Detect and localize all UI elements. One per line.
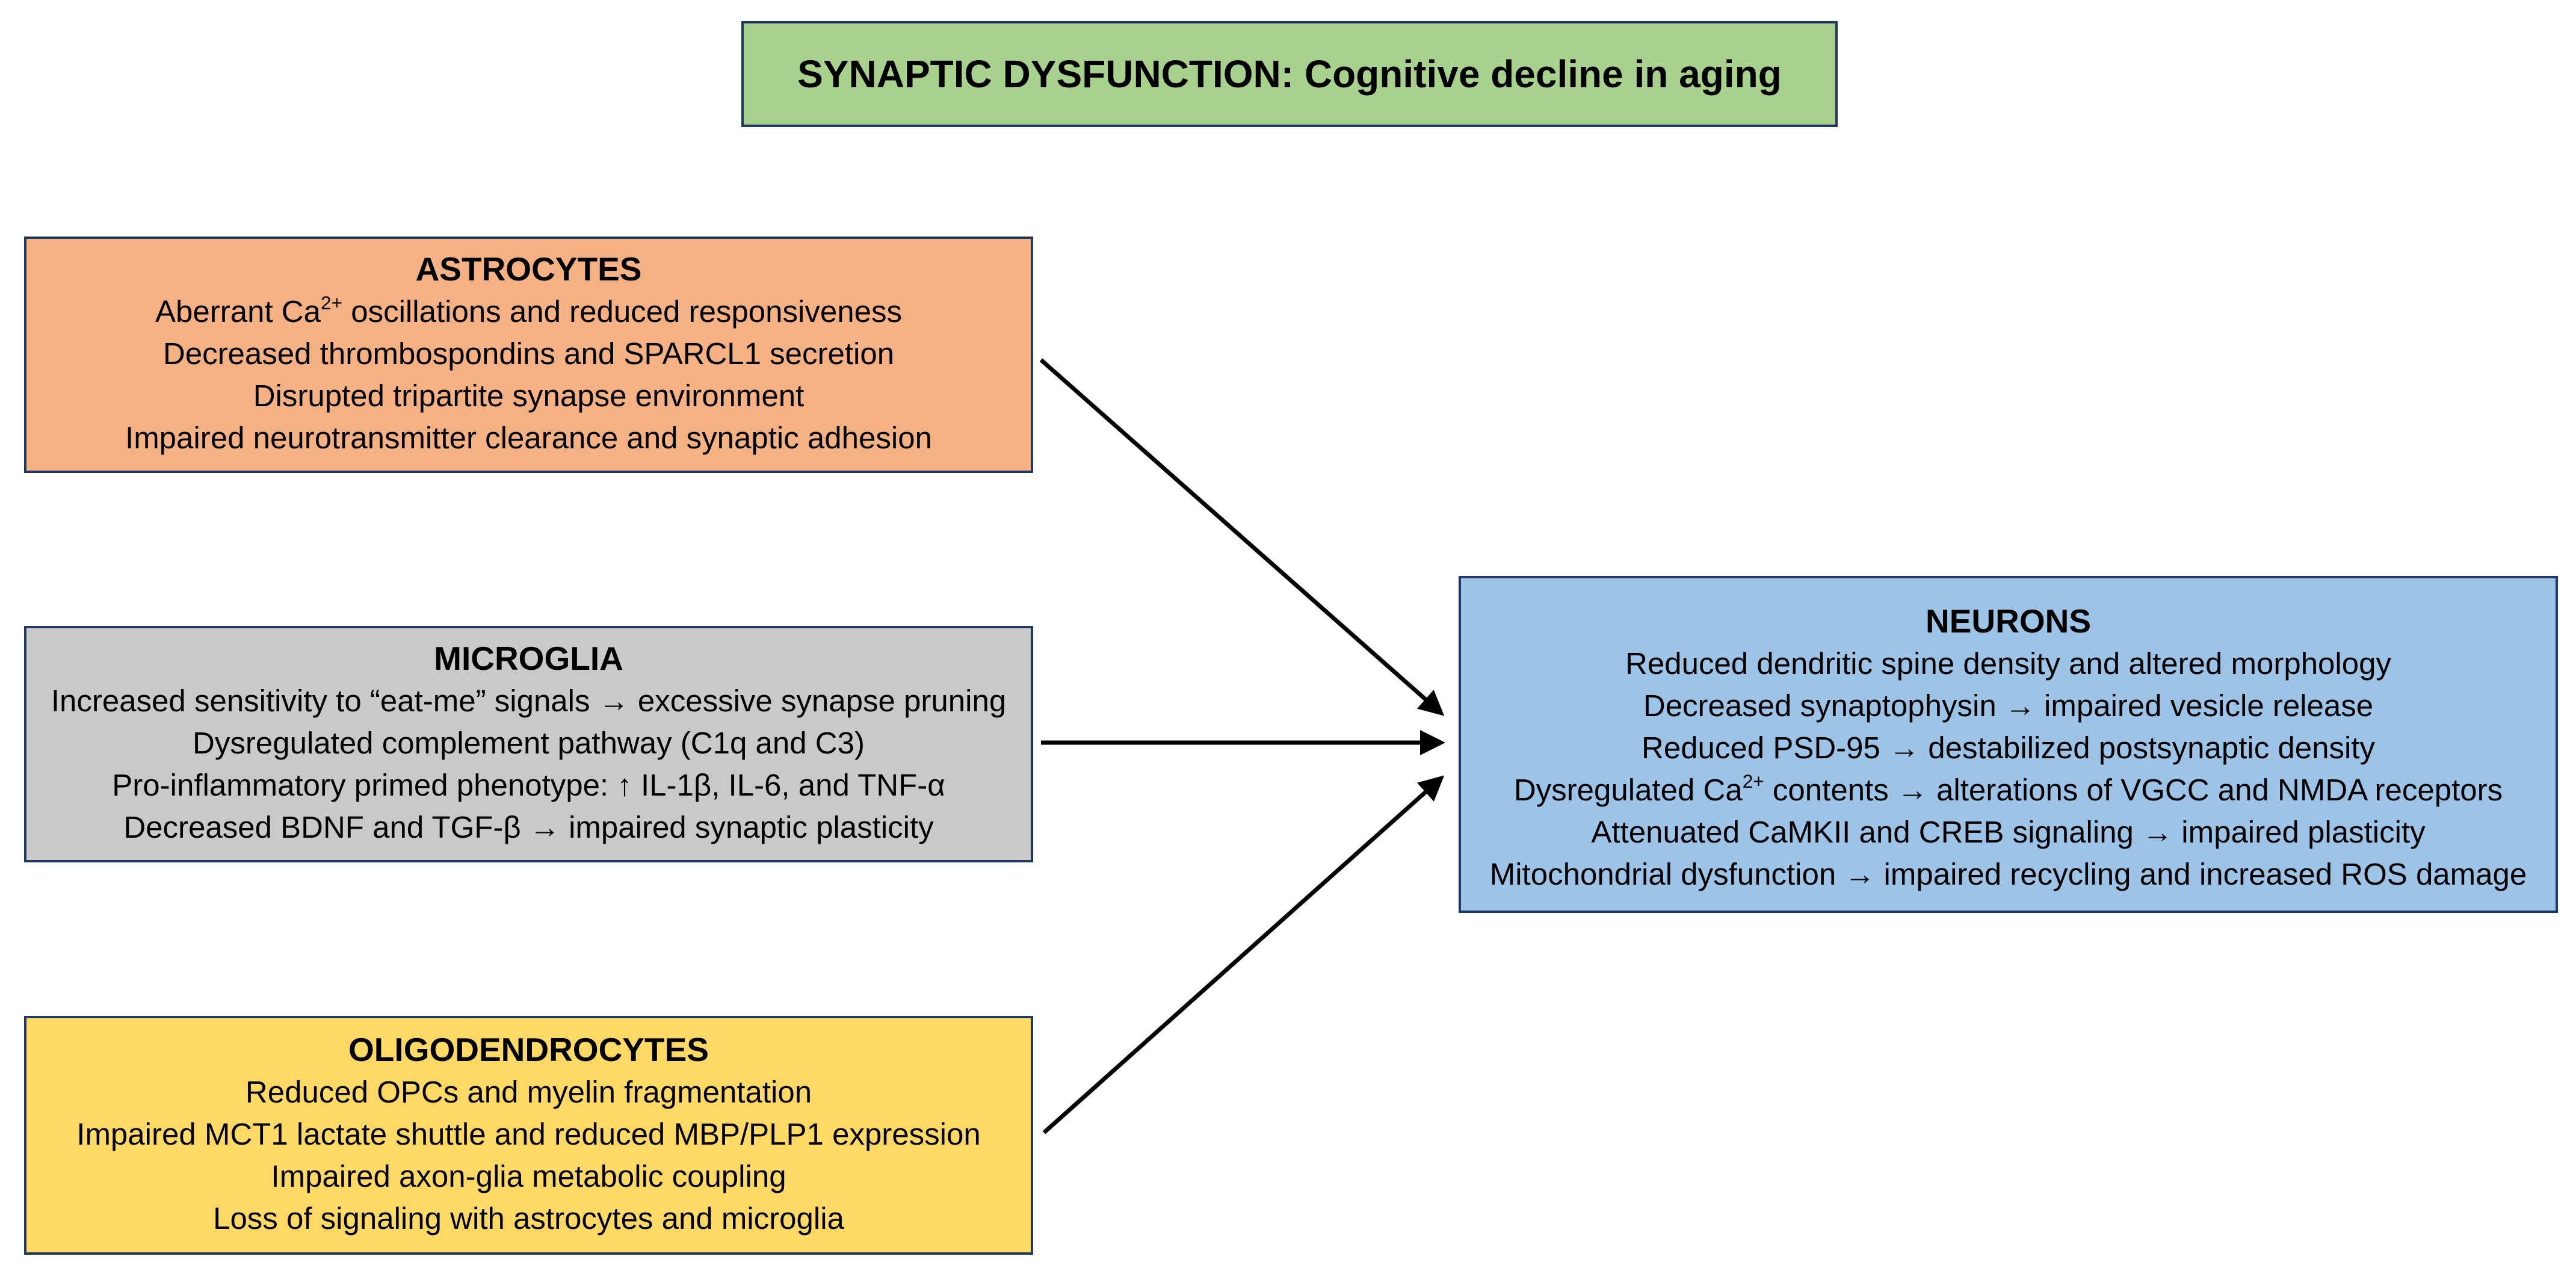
arrow-oligodendrocytes-to-neurons <box>1042 775 1445 1134</box>
diagram-title-text: SYNAPTIC DYSFUNCTION: Cognitive decline … <box>797 52 1782 96</box>
microglia-heading: MICROGLIA <box>434 640 623 677</box>
oligodendrocytes-line: Loss of signaling with astrocytes and mi… <box>213 1201 844 1235</box>
astrocytes-box: ASTROCYTES Aberrant Ca2+ oscillations an… <box>24 237 1033 473</box>
oligodendrocytes-box: OLIGODENDROCYTES Reduced OPCs and myelin… <box>24 1016 1033 1255</box>
microglia-line: Decreased BDNF and TGF-β → impaired syna… <box>123 810 934 844</box>
microglia-line: Dysregulated complement pathway (C1q and… <box>193 726 865 760</box>
neurons-box: NEURONS Reduced dendritic spine density … <box>1459 576 2558 913</box>
microglia-box: MICROGLIA Increased sensitivity to “eat-… <box>24 626 1033 862</box>
neurons-line: Reduced PSD-95 → destabilized postsynapt… <box>1642 731 2375 765</box>
astrocytes-heading: ASTROCYTES <box>415 250 642 288</box>
neurons-line: Dysregulated Ca2+ contents → alterations… <box>1513 770 2503 807</box>
oligodendrocytes-heading: OLIGODENDROCYTES <box>348 1031 709 1068</box>
microglia-line: Increased sensitivity to “eat-me” signal… <box>51 684 1007 718</box>
diagram-title: SYNAPTIC DYSFUNCTION: Cognitive decline … <box>741 21 1838 127</box>
neurons-line: Decreased synaptophysin → impaired vesic… <box>1643 688 2374 723</box>
arrow-astrocytes-to-neurons <box>1039 358 1445 716</box>
microglia-line: Pro-inflammatory primed phenotype: ↑ IL-… <box>112 768 945 802</box>
neurons-heading: NEURONS <box>1925 602 2092 640</box>
astrocytes-line: Disrupted tripartite synapse environment <box>253 379 805 413</box>
neurons-line: Mitochondrial dysfunction → impaired rec… <box>1489 857 2527 891</box>
oligodendrocytes-line: Reduced OPCs and myelin fragmentation <box>245 1075 812 1109</box>
astrocytes-line: Aberrant Ca2+ oscillations and reduced r… <box>155 291 902 329</box>
oligodendrocytes-line: Impaired MCT1 lactate shuttle and reduce… <box>76 1117 981 1151</box>
neurons-line: Attenuated CaMKII and CREB signaling → i… <box>1591 815 2426 849</box>
astrocytes-line: Decreased thrombospondins and SPARCL1 se… <box>162 336 895 371</box>
oligodendrocytes-line: Impaired axon-glia metabolic coupling <box>271 1159 786 1193</box>
neurons-line: Reduced dendritic spine density and alte… <box>1625 646 2391 681</box>
astrocytes-line: Impaired neurotransmitter clearance and … <box>125 421 932 455</box>
